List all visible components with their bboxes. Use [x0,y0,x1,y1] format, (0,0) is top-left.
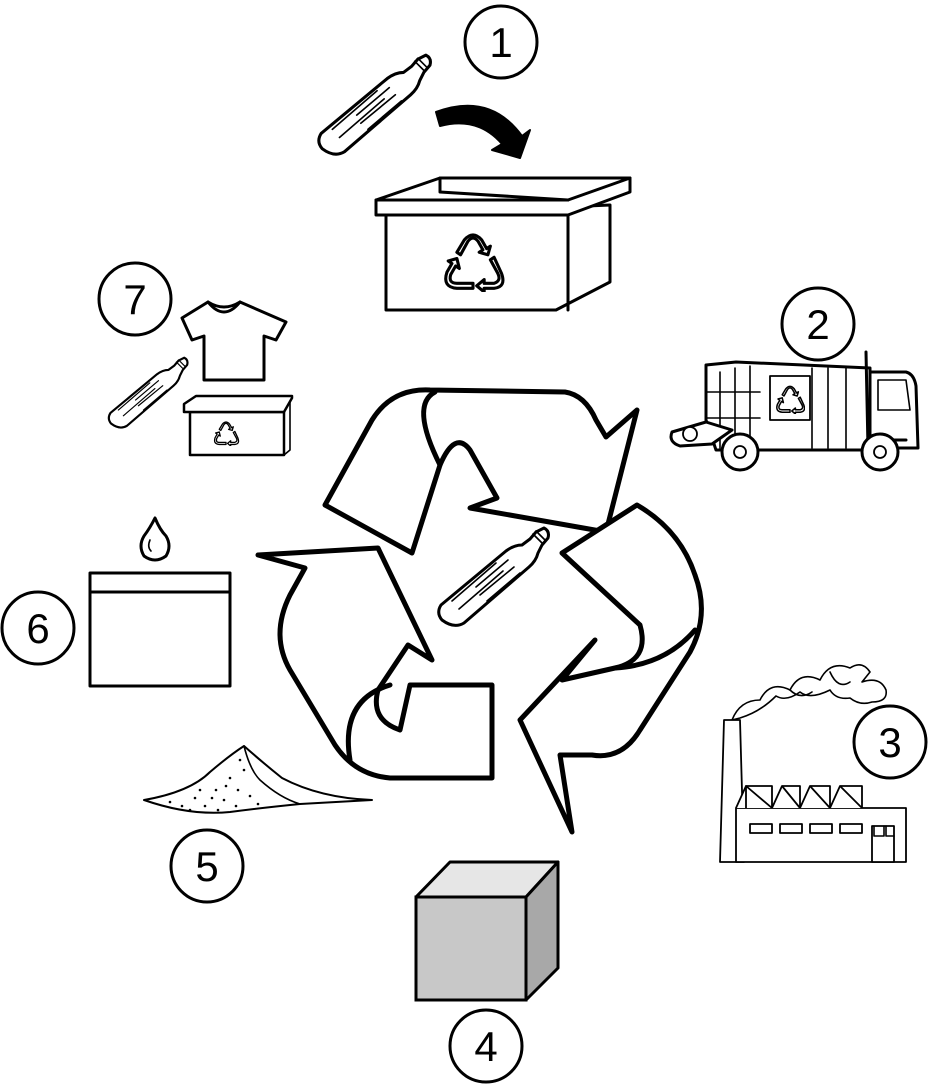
step-2-garbage-truck-icon [669,350,920,472]
central-recycling-symbol-icon [255,387,704,835]
step-2-marker: 2 [780,286,856,362]
step-3-marker: 3 [852,704,928,780]
step-3-label: 3 [878,719,901,766]
step-4-label: 4 [474,1023,497,1070]
step-1-label: 1 [489,19,512,66]
step-7-label: 7 [123,276,146,323]
step-5-marker: 5 [169,828,245,904]
step-6-marker: 6 [0,590,76,666]
step-4-marker: 4 [448,1008,524,1084]
plastic-bottle-center-icon [437,526,550,627]
step-3-factory-icon [719,664,907,863]
step-1-marker: 1 [463,4,539,80]
step-2-label: 2 [806,301,829,348]
step-1-bottle-into-recycling-bin-icon [317,53,632,312]
step-5-label: 5 [195,843,218,890]
step-6-molten-plastic-container-icon [88,516,232,688]
step-4-compressed-block-icon [414,860,560,1002]
step-7-new-products-icon [107,300,294,457]
step-7-marker: 7 [97,261,173,337]
step-5-plastic-flakes-icon [143,745,373,814]
step-6-label: 6 [26,605,49,652]
